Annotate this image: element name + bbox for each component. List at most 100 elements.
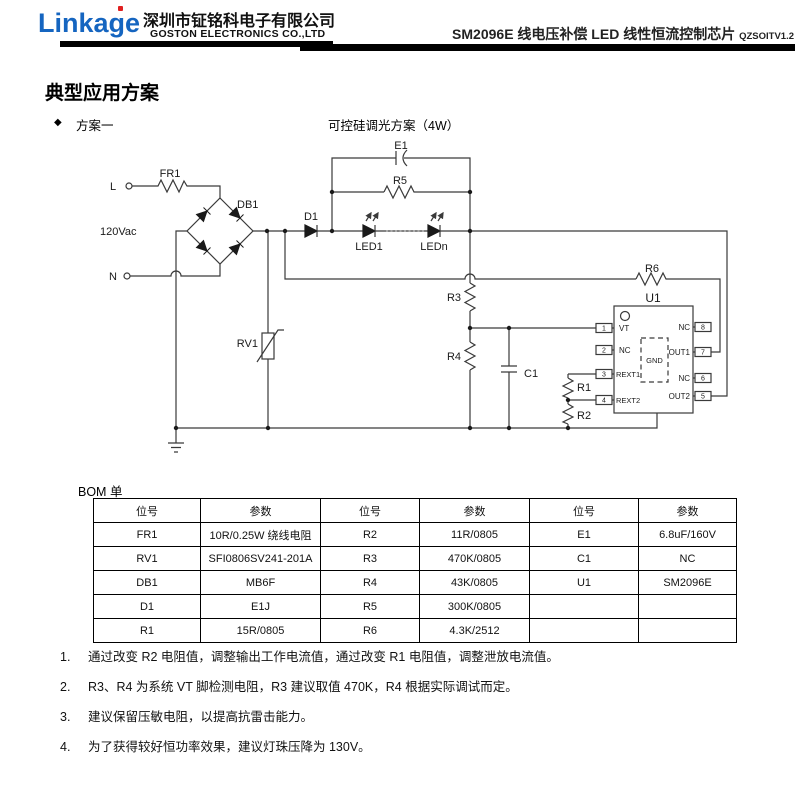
table-row: RV1 SFI0806SV241-201A R3 470K/0805 C1 NC — [93, 546, 737, 571]
bom-table: 位号 参数 位号 参数 位号 参数 FR1 10R/0.25W 绕线电阻 R2 … — [93, 498, 737, 643]
logo-accent-dot-icon — [118, 6, 123, 11]
note-item-1: 1.通过改变 R2 电阻值，调整输出工作电流值，通过改变 R1 电阻值，调整泄放… — [60, 646, 559, 665]
u1-gnd-label: GND — [646, 356, 663, 365]
bom-cell: E1J — [200, 594, 321, 619]
u1-pin-label-out2: OUT2 — [669, 392, 691, 401]
company-name-cn: 深圳市钲铭科电子有限公司 — [143, 13, 336, 30]
r4-resistor — [463, 341, 477, 371]
u1-gnd-pad — [640, 337, 669, 383]
bom-cell: RV1 — [93, 546, 201, 571]
fr1-label: FR1 — [160, 168, 181, 180]
application-circuit-schematic: FR1 L 120Vac N DB1 D1 E1 R5 LED1 LEDn RV… — [100, 140, 728, 453]
table-row: D1 E1J R5 300K/0805 — [93, 594, 737, 619]
note-item-4: 4.为了获得较好恒功率效果，建议灯珠压降为 130V。 — [60, 736, 371, 755]
u1-chip-body — [613, 305, 694, 414]
table-row: DB1 MB6F R4 43K/0805 U1 SM2096E — [93, 570, 737, 595]
bom-header-cell: 位号 — [529, 498, 639, 523]
r5-resistor — [383, 184, 416, 200]
d1-diode — [304, 224, 319, 238]
r2-label: R2 — [577, 410, 591, 422]
r4-label: R4 — [447, 351, 461, 363]
note-number: 2. — [60, 680, 71, 694]
diamond-bullet-icon: ◆ — [54, 117, 62, 128]
u1-pin-label-nc6: NC — [678, 374, 690, 383]
note-number: 3. — [60, 710, 71, 724]
bom-cell: 10R/0.25W 绕线电阻 — [200, 522, 321, 547]
u1-pin-num-3: 3 — [602, 372, 606, 379]
bom-cell: 4.3K/2512 — [419, 618, 530, 643]
bom-cell: 43K/0805 — [419, 570, 530, 595]
u1-pin-label-nc2: NC — [619, 346, 631, 355]
bom-header-cell: 位号 — [320, 498, 420, 523]
u1-pin-label-rext1: REXT1 — [616, 370, 640, 379]
bom-cell: SM2096E — [638, 570, 737, 595]
bom-cell — [529, 618, 639, 643]
note-text: 为了获得较好恒功率效果，建议灯珠压降为 130V。 — [88, 740, 371, 754]
note-item-3: 3. 建议保留压敏电阻，以提高抗雷击能力。 — [60, 706, 313, 725]
bom-cell: 470K/0805 — [419, 546, 530, 571]
u1-pin-label-rext2: REXT2 — [616, 396, 640, 405]
u1-pin-num-4: 4 — [602, 398, 606, 405]
bom-cell: FR1 — [93, 522, 201, 547]
led1-label: LED1 — [355, 241, 383, 253]
terminal-l — [125, 182, 133, 190]
company-name-en: GOSTON ELECTRONICS CO.,LTD — [150, 28, 326, 40]
bom-cell: R1 — [93, 618, 201, 643]
r5-label: R5 — [393, 175, 407, 187]
n-label: N — [109, 271, 117, 283]
bom-cell: 300K/0805 — [419, 594, 530, 619]
table-row: R1 15R/0805 R6 4.3K/2512 — [93, 618, 737, 643]
ledn-label: LEDn — [420, 241, 448, 253]
bom-cell: U1 — [529, 570, 639, 595]
r1-resistor — [561, 377, 575, 399]
c1-capacitor — [501, 365, 517, 373]
bom-header-cell: 参数 — [419, 498, 530, 523]
junction-dots — [173, 189, 571, 431]
bom-header-cell: 参数 — [638, 498, 737, 523]
c1-label: C1 — [524, 368, 538, 380]
u1-pin-num-8: 8 — [701, 325, 705, 332]
bom-cell: 11R/0805 — [419, 522, 530, 547]
note-number: 1. — [60, 650, 71, 664]
r6-resistor — [635, 271, 668, 287]
header-rule-left — [60, 41, 333, 47]
u1-pin-num-5: 5 — [701, 394, 705, 401]
note-text: R3、R4 为系统 VT 脚检测电阻，R3 建议取值 470K，R4 根据实际调… — [88, 680, 518, 694]
bom-cell: R2 — [320, 522, 420, 547]
doc-title: SM2096E 线电压补偿 LED 线性恒流控制芯片 QZSOITV1.2 — [452, 24, 794, 44]
bom-cell: E1 — [529, 522, 639, 547]
bom-cell: 15R/0805 — [200, 618, 321, 643]
e1-label: E1 — [394, 140, 407, 152]
linkage-logo: Linkage — [38, 8, 141, 38]
bom-cell: 6.8uF/160V — [638, 522, 737, 547]
u1-pin1-marker-icon — [619, 310, 631, 322]
bom-cell — [638, 594, 737, 619]
bom-cell: R5 — [320, 594, 420, 619]
bom-cell — [529, 594, 639, 619]
fr1-resistor — [152, 178, 188, 194]
u1-pin-label-out1: OUT1 — [669, 348, 691, 357]
bom-title: BOM 单 — [78, 485, 123, 499]
bom-cell: D1 — [93, 594, 201, 619]
note-text: 建议保留压敏电阻，以提高抗雷击能力。 — [88, 710, 314, 724]
doc-version: QZSOITV1.2 — [739, 31, 794, 42]
bom-cell: R3 — [320, 546, 420, 571]
scheme-label: 方案一 — [76, 119, 114, 133]
bom-header-cell: 位号 — [93, 498, 201, 523]
r3-label: R3 — [447, 292, 461, 304]
diagram-title: 可控硅调光方案（4W） — [328, 119, 460, 133]
rv1-varistor — [256, 329, 284, 363]
u1-pin-label-nc8: NC — [678, 323, 690, 332]
u1-label: U1 — [645, 291, 661, 305]
section-heading: 典型应用方案 — [45, 83, 160, 104]
doc-title-text: SM2096E 线电压补偿 LED 线性恒流控制芯片 — [452, 26, 736, 42]
l-label: L — [110, 181, 116, 193]
bom-cell: NC — [638, 546, 737, 571]
d1-label: D1 — [304, 211, 318, 223]
r6-label: R6 — [645, 263, 659, 275]
rv1-label: RV1 — [237, 338, 258, 350]
bom-cell: MB6F — [200, 570, 321, 595]
note-item-2: 2. R3、R4 为系统 VT 脚检测电阻，R3 建议取值 470K，R4 根据实… — [60, 676, 518, 695]
led1 — [362, 211, 379, 238]
ground-symbol-icon — [168, 428, 184, 453]
